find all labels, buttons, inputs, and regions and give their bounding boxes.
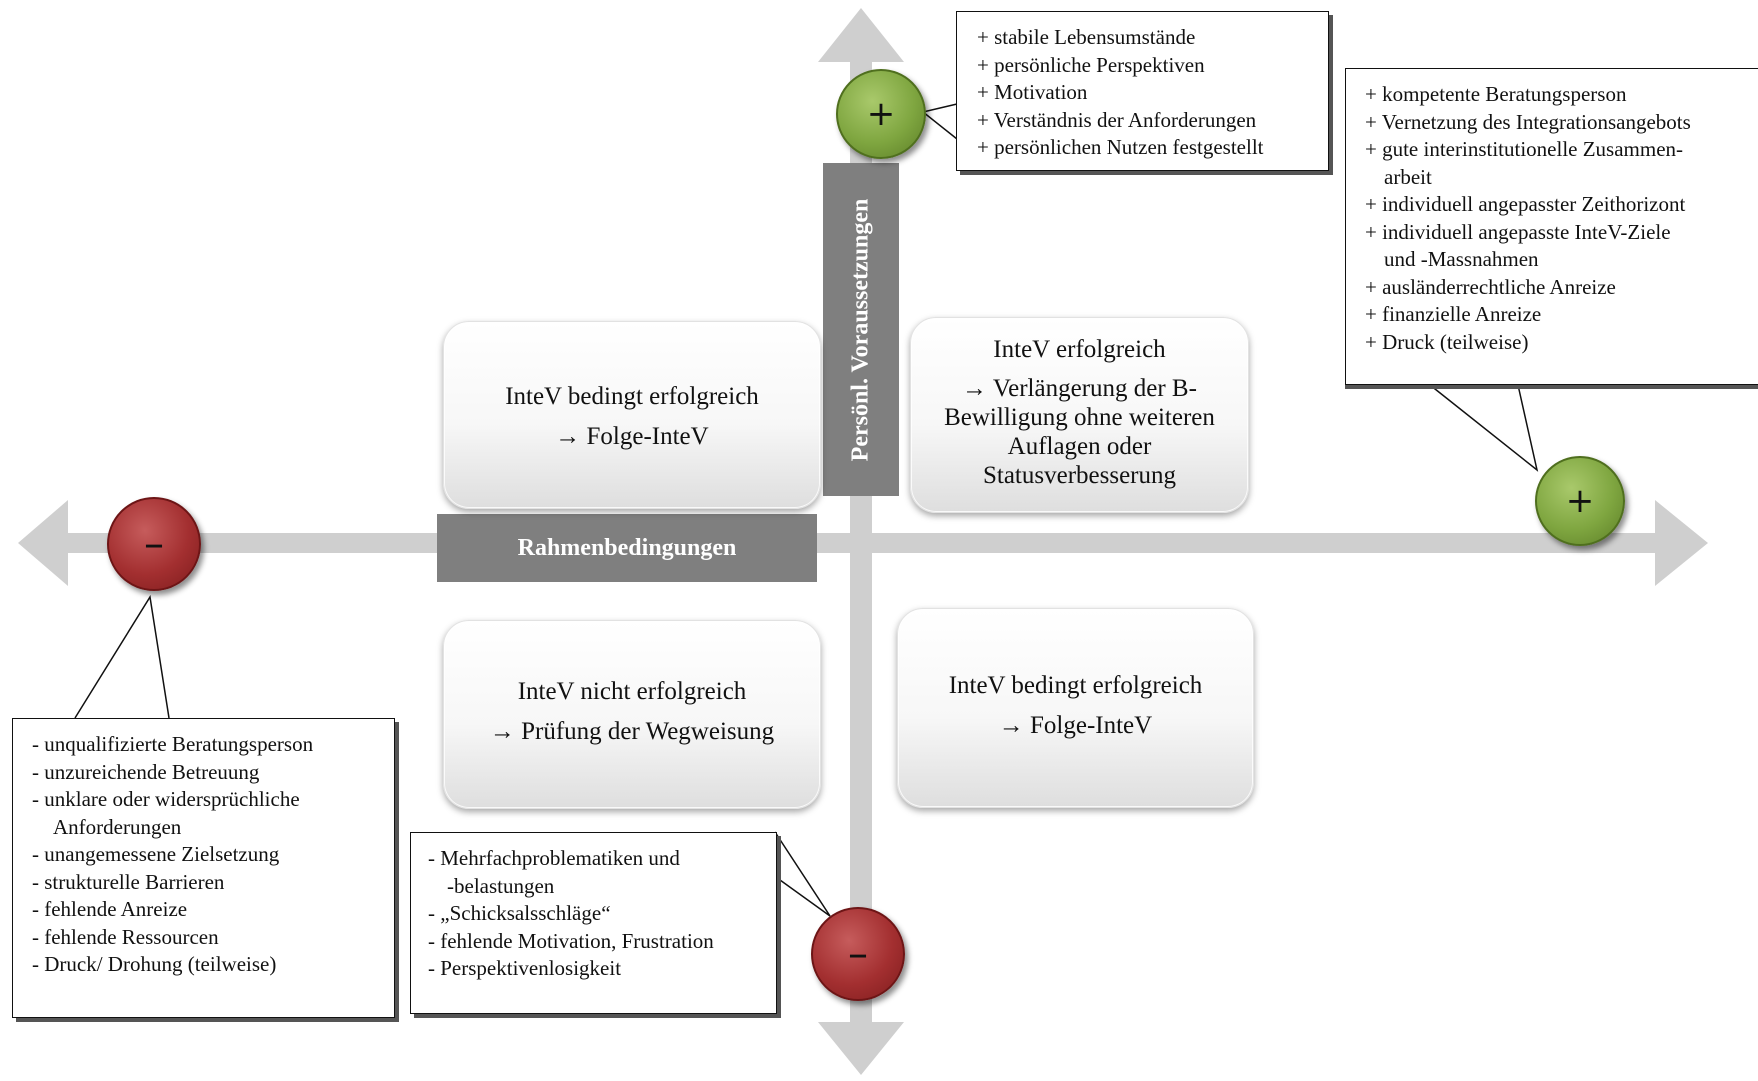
- list-item: + gute interinstitutionelle Zusammen-arb…: [1365, 137, 1684, 189]
- minus-icon: –: [144, 521, 164, 567]
- personal-plus-circle: +: [836, 69, 926, 159]
- list-item: + individuell angepasster Zeithorizont: [1365, 192, 1686, 216]
- callout-framework-negative: - unqualifizierte Beratungsperson - unzu…: [12, 718, 395, 1018]
- framework-minus-circle: –: [107, 497, 201, 591]
- list-framework-positive: + kompetente Beratungsperson + Vernetzun…: [1365, 81, 1758, 356]
- list-item: - strukturelle Barrieren: [32, 869, 225, 894]
- quadrant-title: InteV bedingt erfolgreich: [948, 672, 1203, 699]
- horizontal-axis-label: Rahmenbedingungen: [517, 534, 737, 561]
- list-item: + Druck (teilweise): [1365, 329, 1529, 354]
- pointer-framework-positive: [1429, 384, 1539, 472]
- pointer-framework-negative: [74, 594, 170, 719]
- list-item: + ausländerrechtliche Anreize: [1365, 274, 1616, 299]
- list-personal-negative: - Mehrfachproblematiken und-belastungen …: [428, 845, 776, 983]
- pointer-personal-negative: [774, 831, 831, 917]
- vertical-axis-arrow: [818, 8, 904, 1075]
- callout-personal-positive: + stabile Lebensumstände + persönliche P…: [956, 11, 1329, 171]
- quadrant-result-line: Auflagen oder: [1007, 433, 1152, 460]
- list-item: + kompetente Beratungsperson: [1365, 82, 1627, 106]
- list-item: - Perspektivenlosigkeit: [428, 956, 622, 980]
- list-personal-positive: + stabile Lebensumstände + persönliche P…: [977, 24, 1328, 162]
- list-item: - unangemessene Zielsetzung: [32, 842, 280, 866]
- list-item: + finanzielle Anreize: [1365, 302, 1542, 326]
- quadrant-result: → Folge-InteV: [998, 712, 1153, 739]
- personal-minus-circle: –: [811, 907, 905, 1001]
- vertical-axis-band: Persönl. Voraussetzungen: [823, 163, 899, 496]
- quadrant-title: InteV erfolgreich: [993, 336, 1166, 363]
- list-item: - Mehrfachproblematiken und-belastungen: [428, 846, 680, 898]
- quadrant-result-line: → Verlängerung der B-: [962, 375, 1197, 402]
- quadrant-bottom-right: InteV bedingt erfolgreich → Folge-InteV: [897, 608, 1254, 808]
- list-item: + persönliche Perspektiven: [977, 52, 1205, 77]
- list-item: - fehlende Anreize: [32, 897, 188, 921]
- quadrant-bottom-left: InteV nicht erfolgreich → Prüfung der We…: [443, 620, 821, 809]
- plus-icon: +: [1565, 481, 1595, 521]
- list-item: - „Schicksalsschläge“: [428, 901, 611, 925]
- list-item: - fehlende Motivation, Frustration: [428, 928, 714, 953]
- list-item: + Motivation: [977, 80, 1088, 104]
- quadrant-result-line: Bewilligung ohne weiteren: [944, 404, 1215, 431]
- callout-framework-positive: + kompetente Beratungsperson + Vernetzun…: [1345, 68, 1758, 385]
- quadrant-result-line: Statusverbesserung: [982, 462, 1177, 489]
- minus-icon: –: [848, 931, 868, 977]
- list-item: - unzureichende Betreuung: [32, 759, 260, 784]
- quadrant-title: InteV nicht erfolgreich: [517, 678, 747, 705]
- quadrant-title: InteV bedingt erfolgreich: [505, 383, 759, 410]
- quadrant-top-right: InteV erfolgreich → Verlängerung der B- …: [910, 317, 1249, 513]
- list-item: - unqualifizierte Beratungsperson: [32, 732, 314, 756]
- vertical-axis-label: Persönl. Voraussetzungen: [847, 198, 874, 461]
- quadrant-result: → Prüfung der Wegweisung: [489, 718, 775, 745]
- callout-personal-negative: - Mehrfachproblematiken und-belastungen …: [410, 832, 777, 1014]
- horizontal-axis-band: Rahmenbedingungen: [437, 514, 817, 582]
- list-item: + stabile Lebensumstände: [977, 25, 1196, 49]
- plus-icon: +: [866, 94, 896, 134]
- list-item: + Vernetzung des Integrationsangebots: [1365, 109, 1691, 134]
- list-item: + persönlichen Nutzen festgestellt: [977, 135, 1264, 159]
- quadrant-top-left: InteV bedingt erfolgreich → Folge-InteV: [443, 321, 821, 509]
- list-framework-negative: - unqualifizierte Beratungsperson - unzu…: [32, 731, 394, 979]
- quadrant-result: → Folge-InteV: [555, 423, 709, 450]
- list-item: - fehlende Ressourcen: [32, 924, 219, 949]
- framework-plus-circle: +: [1535, 456, 1625, 546]
- list-item: + Verständnis der Anforderungen: [977, 107, 1257, 132]
- list-item: - Druck/ Drohung (teilweise): [32, 952, 277, 976]
- pointer-personal-positive: [921, 103, 958, 140]
